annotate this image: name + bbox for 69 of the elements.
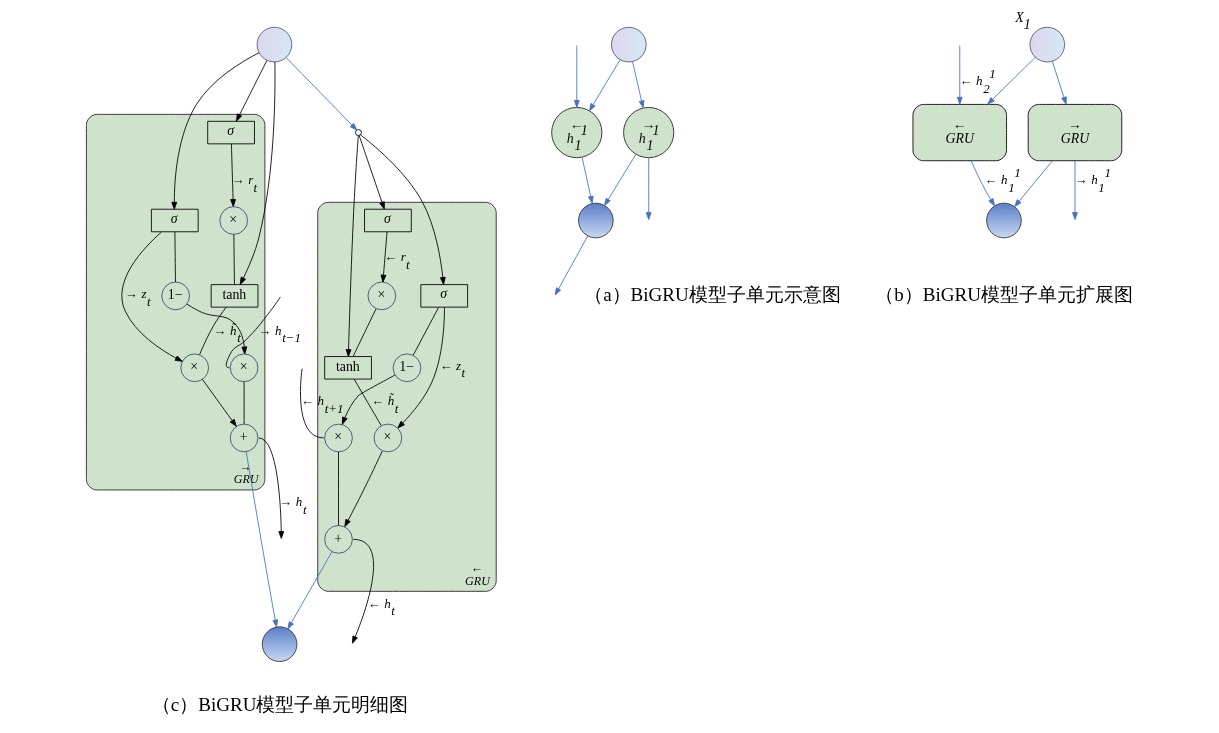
label: （c）BiGRU模型子单元明细图	[151, 693, 409, 715]
node-box: tanh	[324, 356, 372, 380]
arrow	[1072, 160, 1078, 220]
arrow	[258, 437, 285, 539]
node-circle: +	[324, 525, 353, 554]
arrow	[245, 451, 279, 628]
arrow	[554, 235, 589, 296]
node-circle: +	[229, 423, 259, 453]
node-circle	[256, 26, 293, 63]
node-circle	[1029, 26, 1066, 63]
arrow	[344, 450, 383, 527]
arrow	[202, 378, 237, 427]
arrow	[287, 551, 333, 630]
node-box: σ	[420, 284, 469, 308]
node-box: σ	[150, 208, 199, 233]
node-box: σ	[364, 208, 412, 233]
arrow	[341, 374, 396, 425]
connector	[352, 308, 377, 357]
node-circle	[986, 202, 1022, 239]
connector	[225, 296, 281, 369]
arrow	[1051, 60, 1067, 105]
connector	[338, 451, 339, 526]
arrow	[987, 57, 1036, 105]
arrow	[171, 52, 260, 210]
arrow	[352, 538, 374, 644]
connector	[300, 368, 325, 439]
label: （a）BiGRU模型子单元示意图	[584, 283, 841, 305]
arrow	[360, 134, 446, 285]
arrow	[589, 59, 621, 112]
node-circle: ×	[367, 281, 397, 311]
connector	[233, 234, 235, 286]
node-box: → GRU	[1027, 103, 1123, 162]
arrow	[956, 45, 963, 105]
connector	[199, 306, 227, 356]
arrow	[358, 135, 385, 210]
node-circle: ×	[229, 353, 259, 383]
arrow	[121, 231, 183, 362]
node-circle	[578, 202, 614, 239]
node-circle	[611, 26, 647, 63]
arrow	[645, 157, 652, 220]
arrow	[1014, 160, 1053, 207]
node-circle: ×	[219, 206, 248, 235]
arrow	[230, 143, 236, 207]
node-circle: ×	[373, 423, 403, 453]
node-circle: ×	[324, 423, 353, 453]
arrow	[604, 153, 637, 206]
arrow	[397, 306, 445, 429]
arrow	[239, 61, 276, 285]
arrow	[581, 156, 594, 204]
connector	[174, 231, 176, 283]
arrow	[632, 61, 645, 109]
node-circle	[355, 129, 362, 137]
node-circle: ×	[180, 353, 209, 383]
label: （b）BiGRU模型子单元扩展图	[875, 283, 1134, 305]
arrow	[380, 231, 388, 283]
arrow	[970, 160, 996, 207]
node-box: ← GRU	[912, 103, 1007, 162]
connector	[353, 378, 382, 426]
node-circle	[261, 626, 298, 662]
node-circle: 1−	[392, 353, 422, 383]
arrow	[186, 303, 248, 355]
connector	[412, 306, 439, 356]
arrow	[235, 60, 268, 122]
node-box: σ	[207, 120, 255, 145]
arrow	[285, 57, 358, 131]
arrow	[345, 135, 359, 357]
node-circle: 1−	[161, 281, 190, 311]
arrow	[573, 45, 580, 108]
node-box: tanh	[210, 284, 259, 308]
